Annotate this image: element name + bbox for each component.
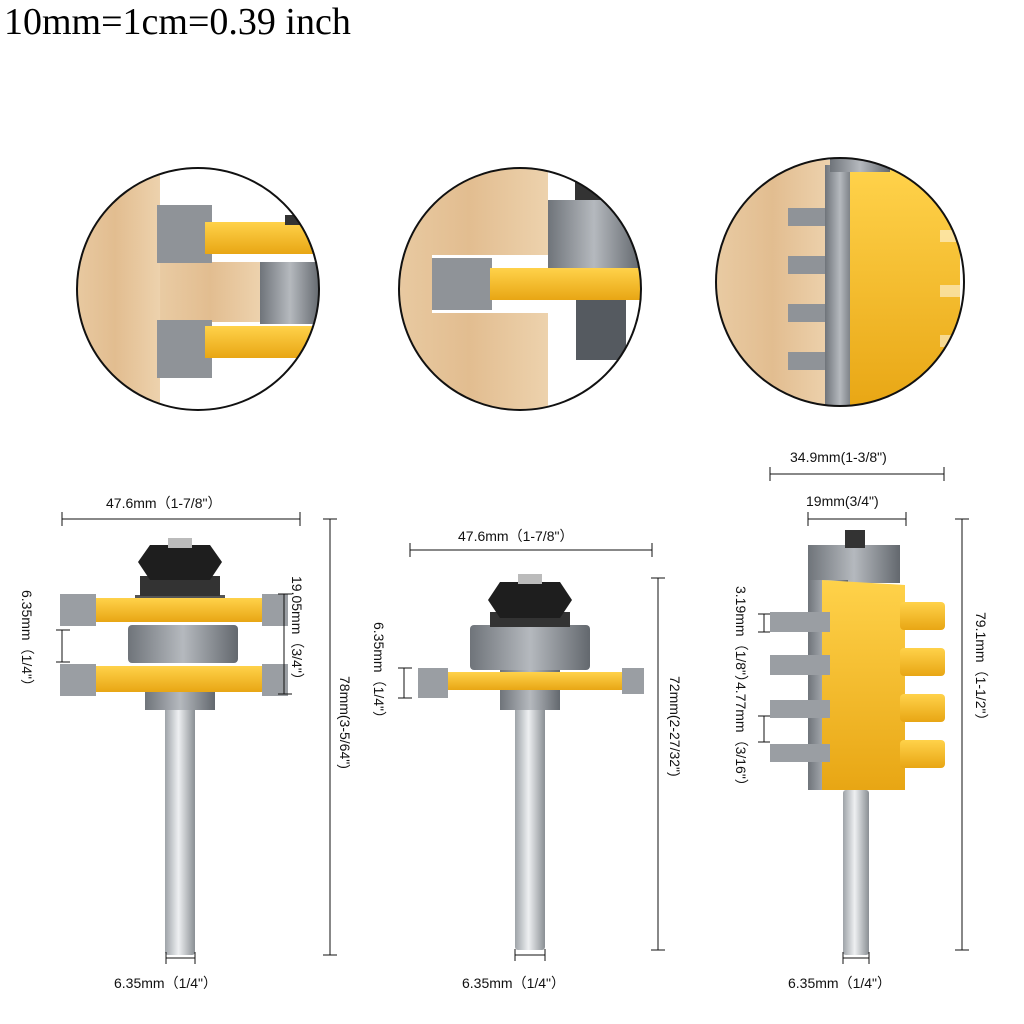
detail-circle-slot-cutter xyxy=(398,167,642,411)
bit1-width-label: 47.6mm（1-7/8"） xyxy=(106,495,221,511)
bit2-shank-label: 6.35mm（1/4"） xyxy=(462,975,565,991)
bit1-cutter-label: 6.35mm（1/4"） xyxy=(19,590,35,693)
bit1-height-label: 78mm(3-5/64") xyxy=(337,676,353,769)
detail-circle-tongue-groove xyxy=(76,167,320,411)
bit3-shank-label: 6.35mm（1/4"） xyxy=(788,975,891,991)
bit1-spacing-label: 19.05mm（3/4"） xyxy=(289,576,305,687)
router-bit-slot-cutter xyxy=(418,574,644,950)
detail-circle-finger-joint xyxy=(715,157,965,407)
bit1-shank-label: 6.35mm（1/4"） xyxy=(114,975,217,991)
router-bit-tongue-groove xyxy=(60,538,288,955)
bit3-gap-label: 4.77mm（3/16"） xyxy=(733,682,749,793)
bit3-bearing-width-label: 19mm(3/4") xyxy=(806,493,879,509)
conversion-title: 10mm=1cm=0.39 inch xyxy=(4,1,351,43)
bit3-height-label: 79.1mm（1-1/2"） xyxy=(973,612,989,727)
router-bit-finger-joint xyxy=(770,530,945,955)
bit2-height-label: 72mm(2-27/32") xyxy=(667,676,683,777)
bit3-tooth-label: 3.19mm（1/8"） xyxy=(733,586,749,689)
bit2-width-label: 47.6mm（1-7/8"） xyxy=(458,528,573,544)
bit2-cutter-label: 6.35mm（1/4"） xyxy=(371,622,387,725)
bit3-overall-width-label: 34.9mm(1-3/8") xyxy=(790,449,887,465)
